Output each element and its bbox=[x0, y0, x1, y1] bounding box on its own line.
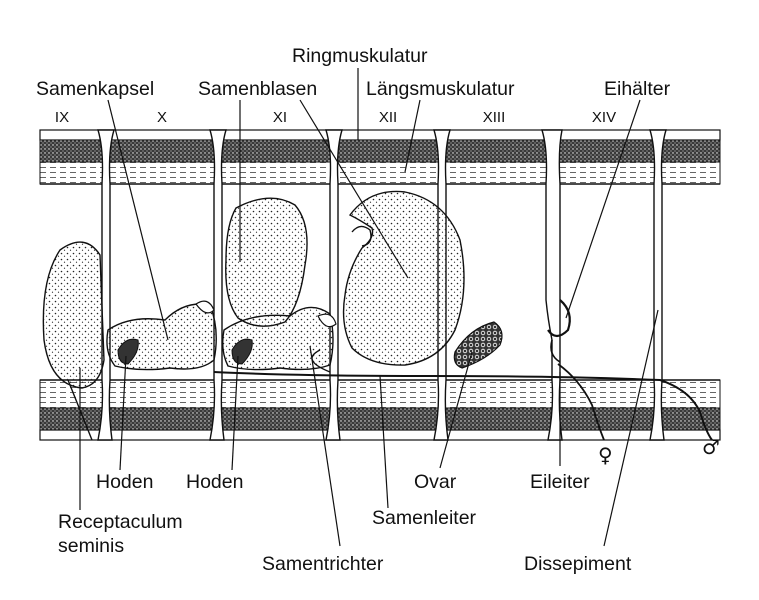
label-receptaculum-line-2: seminis bbox=[58, 535, 124, 557]
label-samenblasen: Samenblasen bbox=[198, 78, 317, 100]
label-dissepiment: Dissepiment bbox=[524, 553, 632, 575]
label-samenleiter: Samenleiter bbox=[372, 507, 477, 529]
label-eileiter: Eileiter bbox=[530, 471, 590, 493]
leader-samenblasen-2 bbox=[300, 100, 408, 278]
label-laengsmuskulatur: Längsmuskulatur bbox=[366, 78, 515, 100]
label-receptaculum-line-1: Receptaculum bbox=[58, 511, 183, 533]
ring-muscle-layer-top bbox=[40, 140, 720, 162]
cuticle-top bbox=[40, 130, 720, 140]
segment-numerals: IX X XI XII XIII XIV bbox=[55, 109, 616, 126]
label-samentrichter: Samentrichter bbox=[262, 553, 384, 575]
label-hoden-1: Hoden bbox=[96, 471, 153, 493]
body-wall-top bbox=[40, 130, 720, 184]
receptaculum-seminis bbox=[43, 242, 104, 388]
label-ringmuskulatur: Ringmuskulatur bbox=[292, 45, 428, 67]
seminal-vesicle-1 bbox=[226, 198, 307, 326]
segment-label-3: XI bbox=[273, 109, 287, 126]
segment-label-6: XIV bbox=[592, 109, 616, 126]
male-symbol: ♂ bbox=[702, 435, 720, 459]
ovary bbox=[454, 322, 502, 368]
ring-muscle-layer-bottom bbox=[40, 408, 720, 430]
label-eihalter: Eihälter bbox=[604, 78, 671, 100]
segment-label-1: IX bbox=[55, 109, 69, 126]
segment-label-2: X bbox=[157, 109, 167, 126]
segment-label-5: XIII bbox=[483, 109, 506, 126]
seminal-vesicle-2 bbox=[344, 191, 464, 365]
cuticle-bottom bbox=[40, 430, 720, 440]
label-hoden-2: Hoden bbox=[186, 471, 243, 493]
segment-label-4: XII bbox=[379, 109, 397, 126]
label-samenkapsel: Samenkapsel bbox=[36, 78, 154, 100]
female-symbol: ♀ bbox=[598, 443, 613, 467]
label-ovar: Ovar bbox=[414, 471, 457, 493]
body-wall-bottom bbox=[40, 380, 720, 440]
